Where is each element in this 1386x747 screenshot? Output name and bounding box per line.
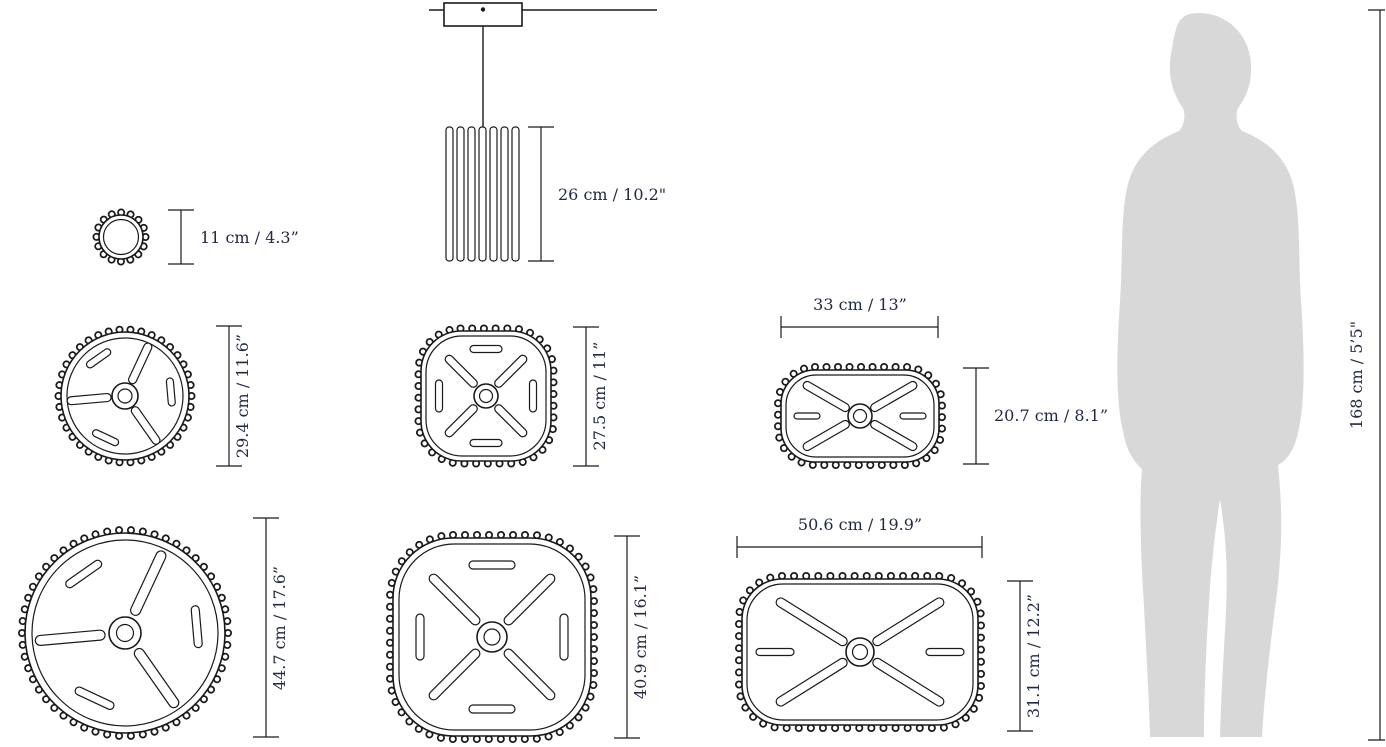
inner-rim bbox=[66, 337, 184, 455]
person-height-label: 168 cm / 5’5" bbox=[1347, 321, 1366, 429]
ceiling-canopy bbox=[443, 2, 523, 27]
large-round-height-label: 44.7 cm / 17.6” bbox=[270, 566, 289, 690]
spoke-slots bbox=[793, 380, 927, 452]
pendant-height-label: 26 cm / 10.2" bbox=[558, 185, 666, 204]
shade-round-large: 44.7 cm / 17.6” bbox=[18, 517, 289, 740]
hub bbox=[845, 637, 875, 667]
large-square-dimension-line bbox=[614, 535, 640, 739]
medium-oval-height-label: 20.7 cm / 8.1” bbox=[994, 406, 1108, 425]
person-silhouette bbox=[1117, 12, 1304, 738]
large-oval-height-dimension-line bbox=[1007, 580, 1033, 732]
medium-square-height-label: 27.5 cm / 11” bbox=[590, 342, 609, 451]
shade-square-large: 40.9 cm / 16.1” bbox=[386, 531, 650, 743]
spoke-slots bbox=[34, 550, 203, 711]
medium-square-dimension-line bbox=[573, 326, 599, 467]
canopy-screw bbox=[480, 7, 486, 12]
shade-body bbox=[98, 214, 144, 260]
inner-rim bbox=[425, 335, 547, 457]
inner-rim bbox=[746, 583, 974, 721]
large-oval-width-dimension-line bbox=[736, 536, 983, 558]
small-height-dimension-line bbox=[168, 209, 194, 265]
spoke-slots bbox=[415, 560, 569, 714]
large-round-dimension-line bbox=[253, 517, 279, 738]
large-oval-width-label: 50.6 cm / 19.9” bbox=[798, 515, 922, 534]
shade-round-medium: 29.4 cm / 11.6” bbox=[54, 325, 252, 467]
spoke-slots bbox=[755, 597, 965, 707]
spoke-slots bbox=[66, 342, 176, 447]
spoke-slots bbox=[434, 344, 538, 448]
pendant-shade-slats bbox=[445, 126, 520, 262]
inner-rim bbox=[31, 539, 219, 727]
hub bbox=[108, 616, 142, 650]
person-scale-figure: 168 cm / 5’5" bbox=[1117, 9, 1385, 741]
medium-oval-width-dimension-line bbox=[780, 316, 939, 338]
pendant-fixture: 26 cm / 10.2" bbox=[429, 2, 666, 262]
small-height-label: 11 cm / 4.3” bbox=[200, 228, 299, 247]
pendant-height-dimension-line bbox=[528, 126, 554, 262]
large-oval-height-label: 31.1 cm / 12.2” bbox=[1024, 594, 1043, 718]
person-height-dimension-line bbox=[1368, 9, 1385, 741]
inner-rim bbox=[785, 374, 935, 458]
medium-oval-height-dimension-line bbox=[963, 367, 989, 465]
shade-square-medium: 27.5 cm / 11” bbox=[414, 324, 609, 468]
medium-oval-width-label: 33 cm / 13” bbox=[813, 295, 907, 314]
hub bbox=[111, 382, 139, 410]
large-square-height-label: 40.9 cm / 16.1” bbox=[631, 575, 650, 699]
hub bbox=[473, 383, 499, 409]
inner-rim bbox=[102, 218, 140, 256]
medium-round-dimension-line bbox=[216, 325, 242, 467]
shade-small-round: 11 cm / 4.3” bbox=[92, 208, 299, 266]
hub bbox=[476, 621, 508, 653]
medium-round-height-label: 29.4 cm / 11.6” bbox=[233, 334, 252, 458]
inner-rim bbox=[398, 543, 586, 731]
hub bbox=[847, 403, 873, 429]
shade-oval-large: 50.6 cm / 19.9” 31.1 cm / 12.2” bbox=[735, 515, 1043, 732]
shade-oval-medium: 33 cm / 13” 20.7 cm / 8.1” bbox=[774, 295, 1108, 469]
